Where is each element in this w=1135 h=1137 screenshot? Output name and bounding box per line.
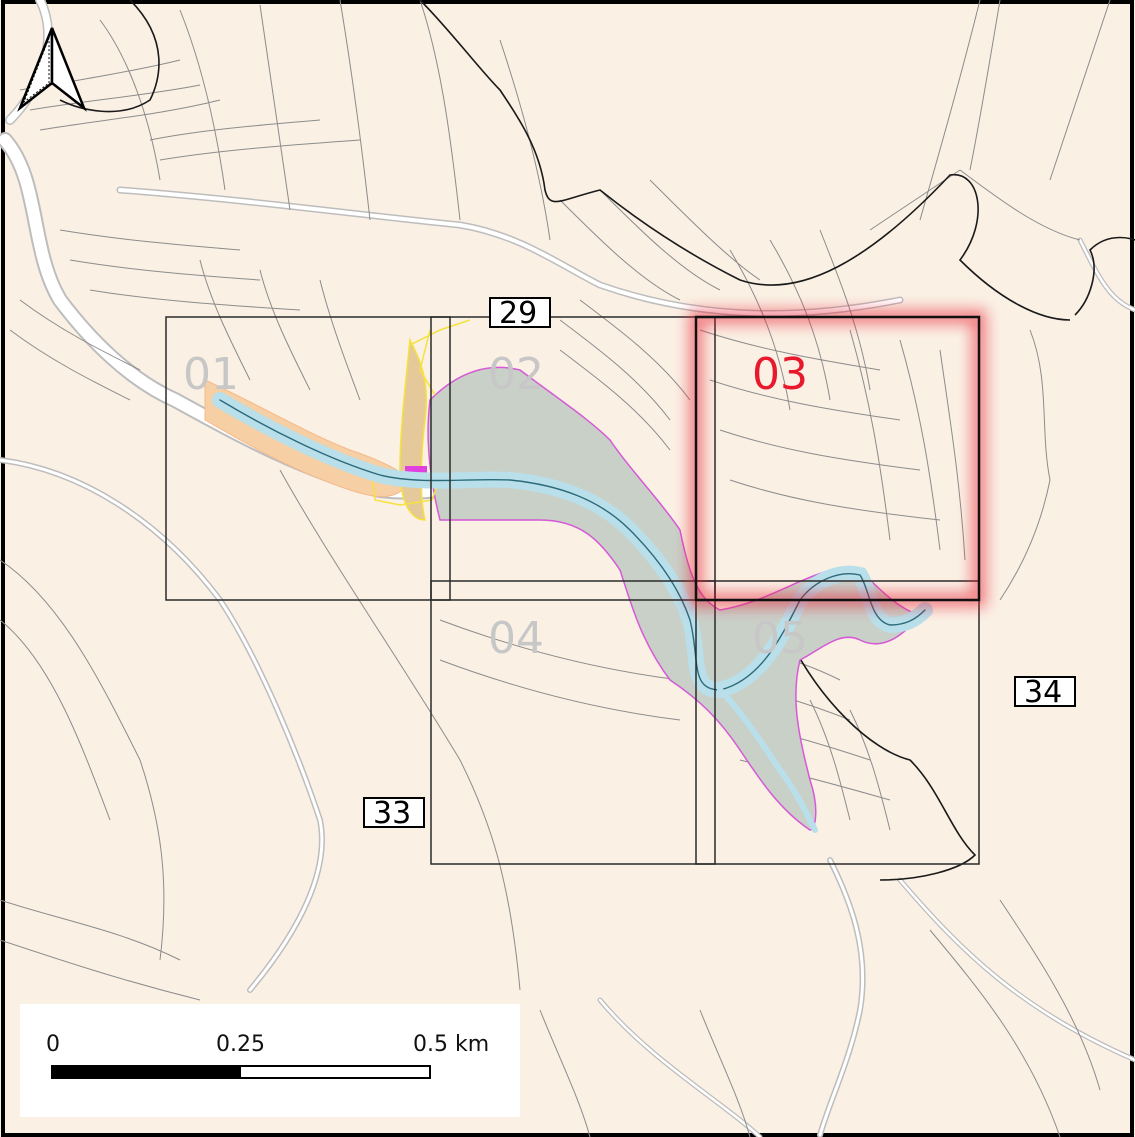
tile-01-frame[interactable]	[165, 316, 451, 601]
tile-label-05: 05	[752, 613, 808, 664]
scale-bar	[51, 1065, 431, 1079]
scale-label-mid: 0.25	[216, 1032, 265, 1057]
sheet-ref-29[interactable]: 29	[489, 296, 551, 331]
sheet-ref-33-label: 33	[373, 796, 411, 831]
tile-04-frame[interactable]	[430, 580, 716, 865]
tile-grid	[165, 316, 980, 865]
scale-bar-panel: 0 0.25 0.5 km	[20, 1004, 520, 1117]
scale-bar-segment-black	[53, 1067, 241, 1077]
tile-02-frame[interactable]	[430, 316, 716, 601]
sheet-ref-34-label: 34	[1024, 675, 1062, 710]
tile-labels: 01 02 03 04 05	[183, 349, 808, 664]
tile-03-highlight[interactable]	[689, 310, 986, 607]
tile-label-04: 04	[488, 613, 544, 664]
scale-label-end: 0.5 km	[413, 1032, 490, 1057]
sheet-ref-33[interactable]: 33	[363, 796, 425, 831]
tile-05-frame[interactable]	[695, 580, 980, 865]
tile-label-01: 01	[183, 349, 239, 400]
river-layer	[212, 392, 933, 833]
scale-bar-segment-white	[241, 1067, 429, 1077]
sheet-ref-29-label: 29	[499, 296, 537, 331]
tile-label-03: 03	[752, 349, 808, 400]
sheet-ref-34[interactable]: 34	[1014, 675, 1076, 710]
north-arrow-icon	[17, 27, 87, 112]
scale-label-0: 0	[46, 1032, 60, 1057]
tile-label-02: 02	[488, 349, 544, 400]
